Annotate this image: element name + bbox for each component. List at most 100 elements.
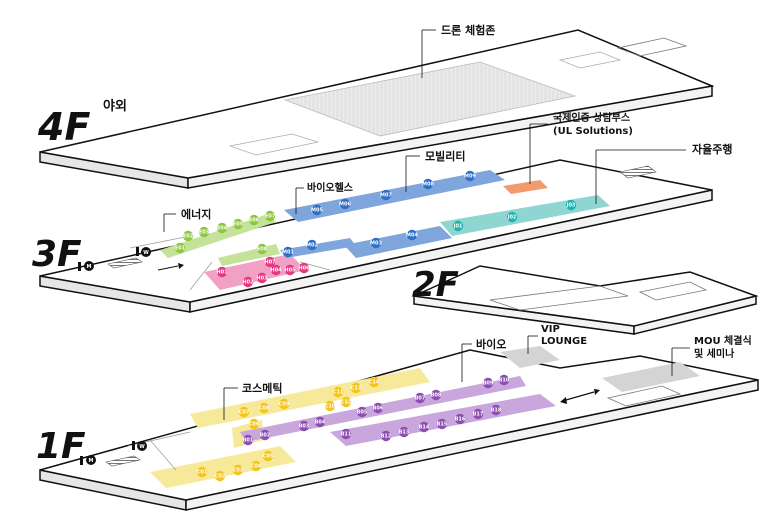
booth-marker-h05[interactable]: [284, 264, 296, 276]
stairs: [619, 165, 657, 179]
booth-marker-c02[interactable]: [214, 470, 226, 482]
booth-marker-h06[interactable]: [298, 262, 310, 274]
booth-marker-b05[interactable]: [356, 406, 368, 418]
booth-marker-c13[interactable]: [350, 382, 362, 394]
energy-zone-area: [160, 214, 276, 258]
booth-marker-j01[interactable]: [452, 220, 464, 232]
booth-marker-c04[interactable]: [250, 460, 262, 472]
booth-marker-e05[interactable]: [232, 218, 244, 230]
booth-marker-c08[interactable]: [258, 402, 270, 414]
booth-marker-c01[interactable]: [196, 466, 208, 478]
booth-label: M04: [406, 233, 418, 239]
drone-zone-label: 드론 체험존: [441, 23, 495, 37]
booth-label: C01: [197, 470, 208, 476]
room-outline: [606, 385, 682, 407]
room-outline: [228, 133, 319, 156]
mou-seminar-label: MOU 체결식: [694, 334, 752, 347]
ul-consulting-sublabel: (UL Solutions): [553, 126, 633, 137]
booth-label: J03: [566, 203, 576, 209]
drone-experience-area: [283, 61, 577, 137]
booth-marker-c07[interactable]: [238, 406, 250, 418]
booth-marker-h02[interactable]: [242, 276, 254, 288]
person-icon: [78, 262, 81, 271]
booth-label: C06: [249, 422, 260, 428]
booth-marker-c12[interactable]: [340, 396, 352, 408]
booth-marker-e06[interactable]: [248, 214, 260, 226]
room-outline: [616, 37, 688, 57]
stairs: [105, 455, 141, 467]
booth-marker-e03[interactable]: [198, 226, 210, 238]
booth-marker-b12[interactable]: [380, 430, 392, 442]
booth-label: B13: [399, 430, 410, 436]
booth-marker-e02[interactable]: [182, 230, 194, 242]
booth-marker-h03[interactable]: [256, 272, 268, 284]
booth-label: M03: [370, 241, 382, 247]
booth-marker-m07[interactable]: [380, 189, 392, 201]
biohealth-zone-area: [204, 254, 306, 290]
booth-marker-b13[interactable]: [398, 426, 410, 438]
room-outline: [558, 51, 622, 69]
booth-marker-e08[interactable]: [256, 243, 268, 255]
floor-2f-plate: [411, 265, 759, 327]
booth-marker-e04[interactable]: [216, 222, 228, 234]
booth-marker-b11[interactable]: [340, 428, 352, 440]
booth-marker-e07[interactable]: [264, 210, 276, 222]
booth-marker-c03[interactable]: [232, 464, 244, 476]
booth-marker-m09[interactable]: [464, 170, 476, 182]
booth-marker-b09[interactable]: [482, 377, 494, 389]
booth-label: B03: [299, 424, 310, 430]
booth-marker-b16[interactable]: [454, 413, 466, 425]
booth-marker-h07[interactable]: [264, 256, 276, 268]
arrow-head-icon: [594, 389, 600, 395]
booth-label: E06: [249, 218, 260, 224]
booth-marker-c11[interactable]: [332, 386, 344, 398]
booth-marker-b06[interactable]: [372, 402, 384, 414]
booth-marker-b18[interactable]: [490, 404, 502, 416]
booth-marker-m06[interactable]: [339, 198, 351, 210]
booth-marker-c14[interactable]: [368, 376, 380, 388]
mou-seminar-sublabel: 및 세미나: [694, 347, 735, 360]
booth-marker-b03[interactable]: [298, 420, 310, 432]
booth-label: B12: [381, 434, 392, 440]
booth-marker-b14[interactable]: [418, 421, 430, 433]
booth-marker-b02[interactable]: [259, 429, 271, 441]
vip-lounge-area: [500, 346, 560, 368]
booth-marker-b10[interactable]: [498, 374, 510, 386]
booth-label: C10: [325, 404, 336, 410]
booth-marker-b08[interactable]: [430, 389, 442, 401]
room-outline: [489, 285, 629, 311]
booth-label: B05: [357, 410, 368, 416]
booth-label: H07: [264, 260, 276, 266]
booth-marker-c10[interactable]: [324, 400, 336, 412]
mobility-zone-area: [344, 226, 452, 258]
booth-marker-c05[interactable]: [262, 450, 274, 462]
booth-label: H01: [216, 270, 228, 276]
restroom-w-icon: [141, 247, 151, 257]
booth-label: M02: [306, 243, 318, 249]
booth-marker-m02[interactable]: [306, 239, 318, 251]
booth-marker-m05[interactable]: [311, 204, 323, 216]
restroom-m-label: M: [89, 458, 94, 464]
booth-marker-h01[interactable]: [216, 266, 228, 278]
booth-marker-c09[interactable]: [278, 398, 290, 410]
booth-marker-e01[interactable]: [174, 242, 186, 254]
booth-marker-b04[interactable]: [314, 416, 326, 428]
booth-label: C03: [233, 468, 244, 474]
booth-marker-m03[interactable]: [370, 237, 382, 249]
booth-label: H02: [242, 280, 254, 286]
booth-marker-b15[interactable]: [436, 418, 448, 430]
booth-label: H06: [298, 266, 310, 272]
booth-marker-b17[interactable]: [472, 408, 484, 420]
booth-marker-j03[interactable]: [565, 199, 577, 211]
booth-label: H05: [284, 268, 296, 274]
booth-marker-c06[interactable]: [248, 418, 260, 430]
booth-marker-m08[interactable]: [422, 178, 434, 190]
booth-marker-j02[interactable]: [506, 211, 518, 223]
booth-marker-b01[interactable]: [242, 434, 254, 446]
floor-4f-label: 4F: [37, 105, 90, 149]
booth-marker-h04[interactable]: [270, 264, 282, 276]
booth-marker-b07[interactable]: [414, 392, 426, 404]
booth-marker-m01[interactable]: [282, 246, 294, 258]
booth-marker-m04[interactable]: [406, 229, 418, 241]
booth-label: C07: [239, 410, 250, 416]
